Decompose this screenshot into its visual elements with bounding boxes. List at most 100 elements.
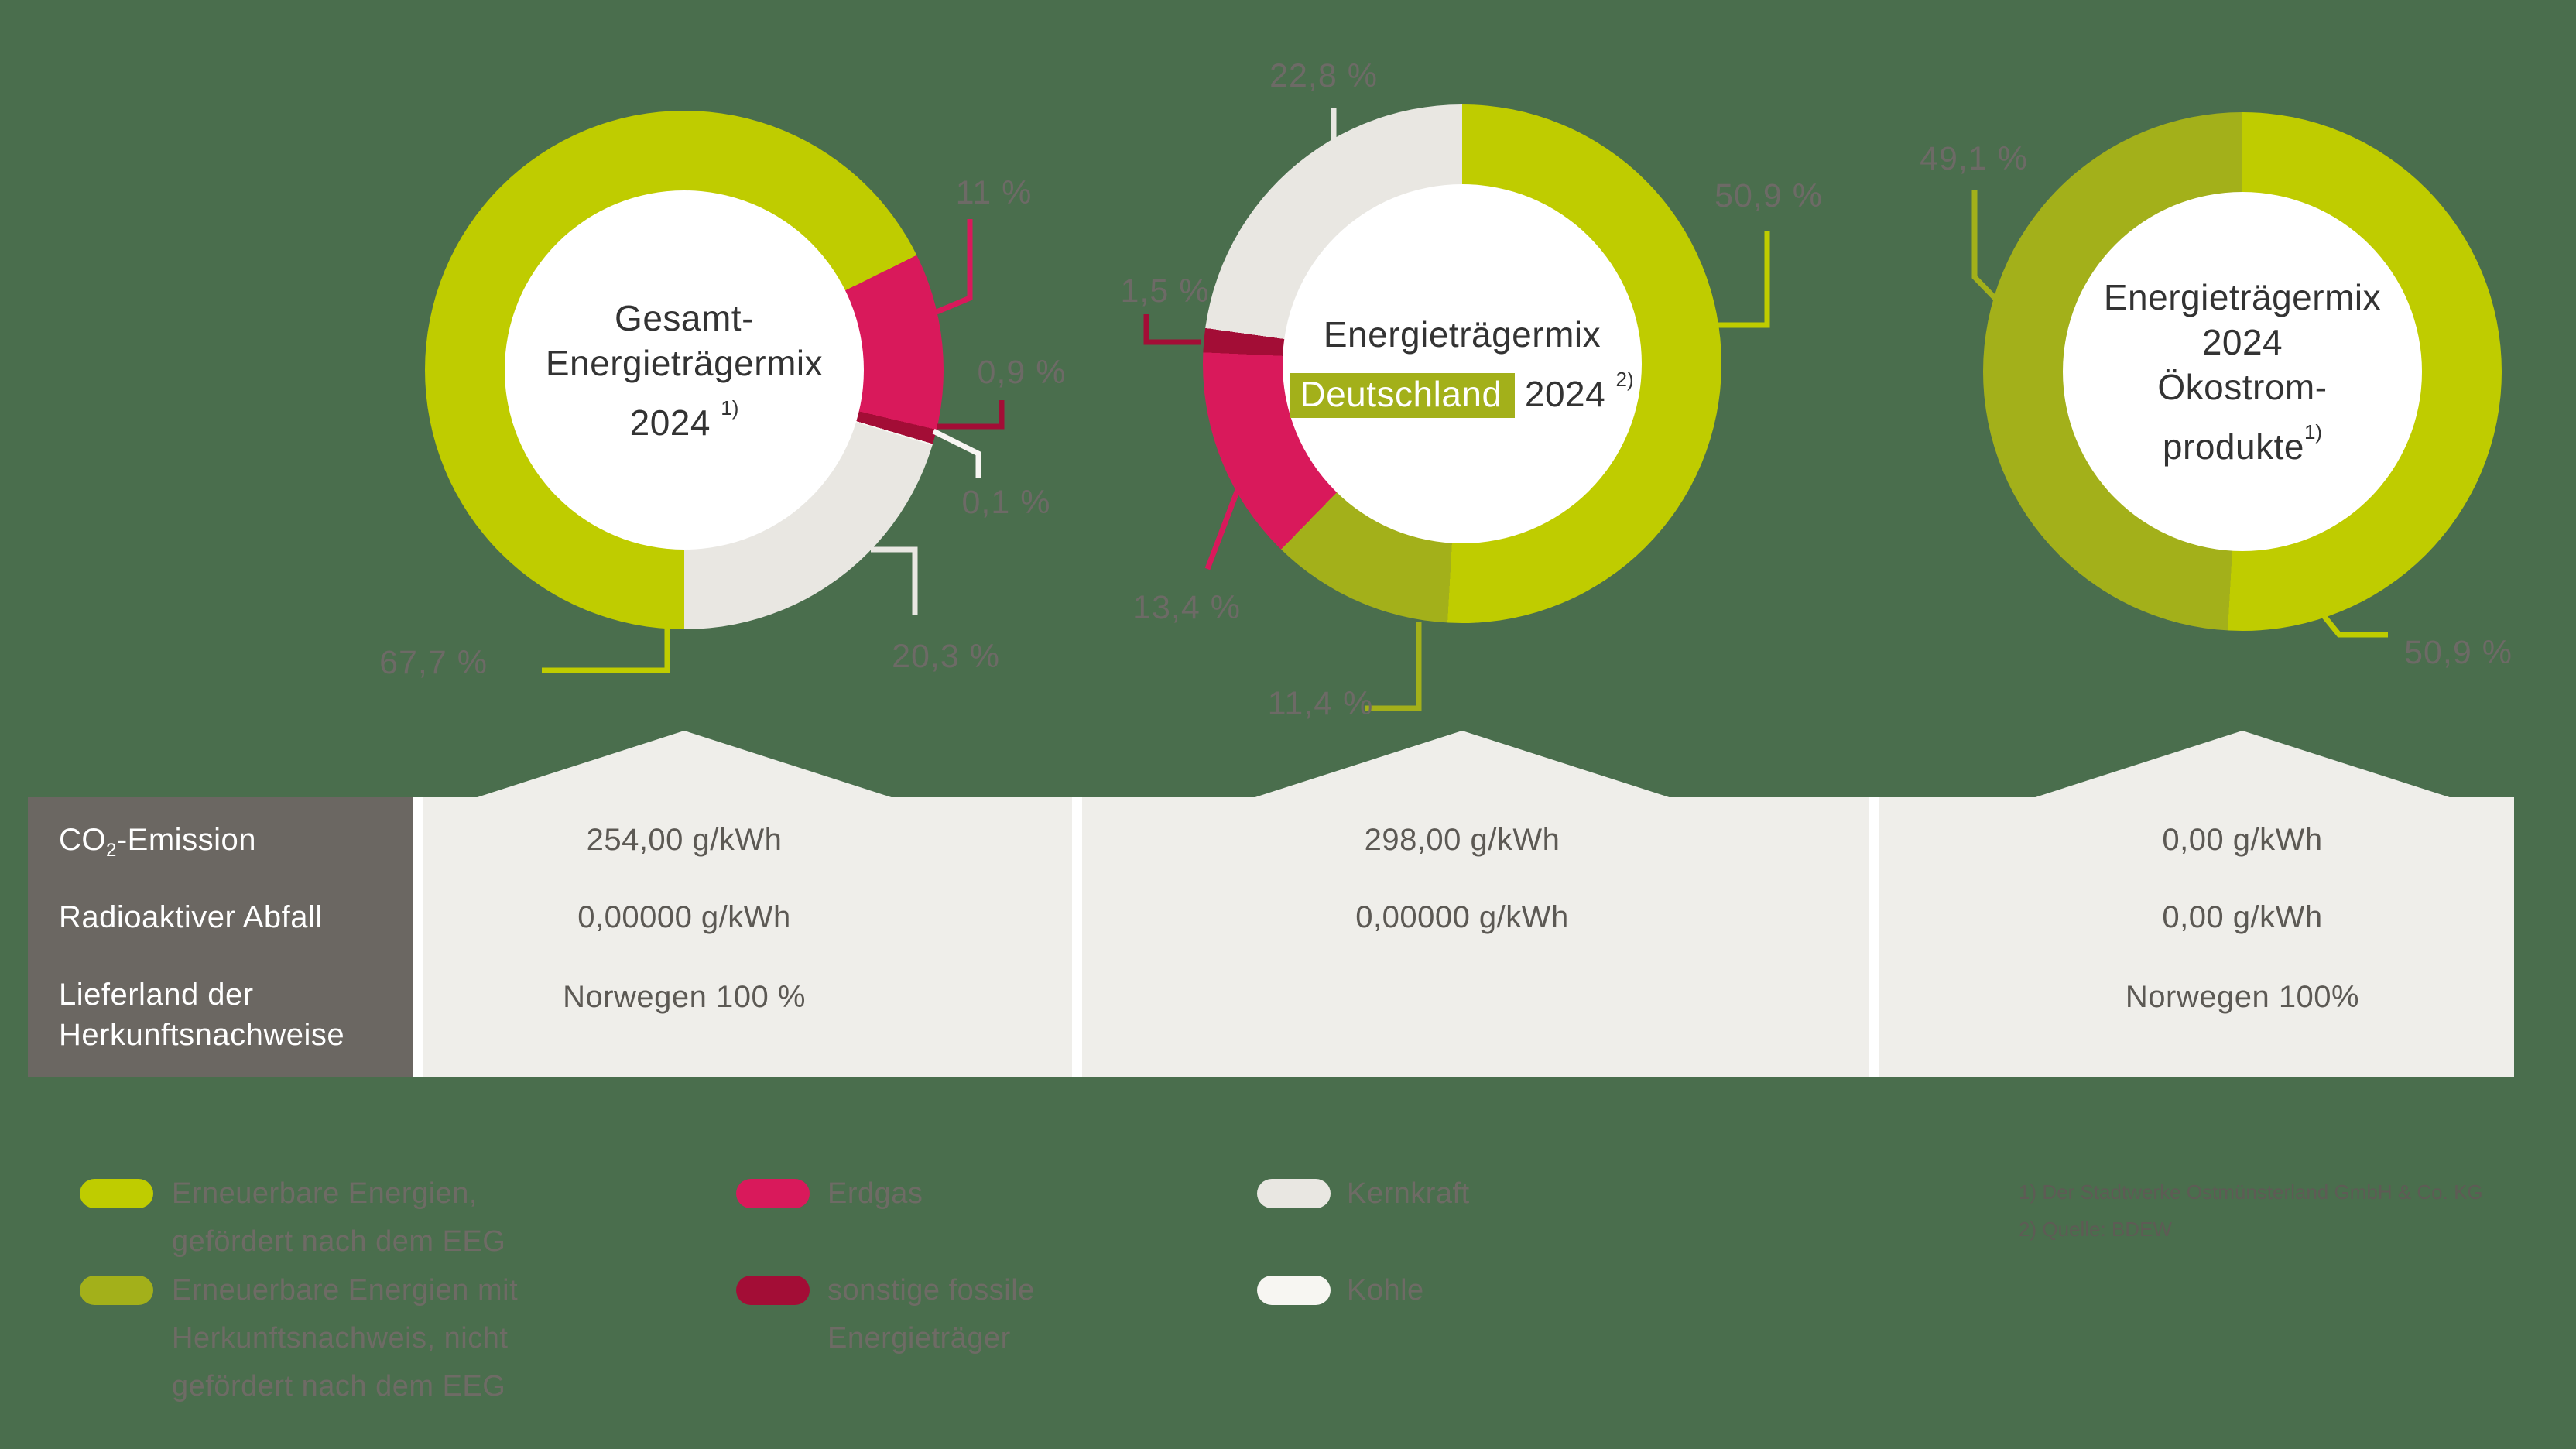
legend-label-line: Erneuerbare Energien, — [172, 1177, 478, 1210]
percent-label: 22,8 % — [1269, 57, 1378, 94]
percent-label: 0,9 % — [978, 354, 1067, 391]
donut-title-line: Energieträgermix — [1290, 312, 1633, 357]
title-text: Energieträgermix — [545, 342, 824, 383]
footnote-2: 2) Quelle: BDEW — [2019, 1218, 2172, 1241]
donut-title-line: 2024 1) — [546, 385, 823, 445]
percent-label: 20,3 % — [892, 638, 1000, 675]
leader-line — [542, 624, 670, 673]
title-text: 2024 — [629, 402, 721, 443]
percent-label: 49,1 % — [1920, 140, 2028, 177]
percent-label: 1,5 % — [1121, 272, 1210, 310]
footnote-1: 1) Der Stadtwerke Ostmünsterland GmbH & … — [2019, 1180, 2483, 1204]
legend-label: Kohle — [1347, 1266, 1424, 1314]
percent-label: 50,9 % — [1714, 177, 1823, 214]
leader-line — [932, 428, 981, 478]
legend-label-line: Kohle — [1347, 1274, 1424, 1307]
table-cell: 0,00 g/kWh — [2162, 900, 2323, 934]
percent-label: 11 % — [956, 174, 1033, 211]
table-cell: 0,00000 g/kWh — [577, 900, 791, 934]
title-text: Ökostrom- — [2157, 366, 2328, 407]
table-row-label-line: Lieferland der — [59, 975, 399, 1015]
legend-label-line: gefördert nach dem EEG — [172, 1225, 506, 1258]
percent-label: 13,4 % — [1132, 589, 1241, 626]
donut-title-line: Energieträgermix — [546, 341, 823, 385]
legend-swatch-pink — [736, 1179, 810, 1208]
title-text: 1) — [2304, 420, 2323, 444]
donut-title-line: produkte1) — [2104, 409, 2381, 469]
table-label-column — [28, 797, 413, 1077]
legend-label: Erdgas — [827, 1170, 923, 1218]
legend-swatch-gray — [1257, 1179, 1331, 1208]
legend-swatch-darkred — [736, 1276, 810, 1305]
table-cell: 0,00 g/kWh — [2162, 823, 2323, 857]
table-panel — [423, 797, 2514, 1077]
title-text: Energieträgermix — [2103, 276, 2382, 317]
table-row-label: Radioaktiver Abfall — [59, 897, 399, 937]
donut-title-line: 2024 — [2104, 320, 2381, 365]
table-cell: Norwegen 100 % — [563, 980, 806, 1014]
leader-line — [1365, 622, 1422, 711]
table-cell: 254,00 g/kWh — [586, 823, 783, 857]
percent-label: 50,9 % — [2404, 634, 2513, 671]
table-cell: Norwegen 100% — [2125, 980, 2360, 1014]
legend-label-line: Kernkraft — [1347, 1177, 1470, 1210]
legend-label-line: Erneuerbare Energien mit — [172, 1274, 519, 1307]
leader-line — [1971, 190, 2027, 331]
title-text: 2024 — [1514, 373, 1616, 414]
donut-title-line: Deutschland 2024 2) — [1290, 357, 1634, 418]
label-text: Radioaktiver Abfall — [59, 900, 323, 934]
legend-label: Kernkraft — [1347, 1170, 1470, 1218]
table-row-label-line: Radioaktiver Abfall — [59, 897, 399, 937]
legend-label-line: gefördert nach dem EEG — [172, 1370, 506, 1403]
title-text: 2) — [1615, 367, 1634, 391]
leader-line — [871, 546, 918, 615]
legend-label-line: sonstige fossile — [827, 1274, 1035, 1307]
percent-label: 67,7 % — [379, 644, 488, 681]
percent-label: 11,4 % — [1268, 685, 1374, 722]
donut-title-line: Energieträgermix — [2104, 275, 2381, 320]
table-divider-2 — [1869, 797, 1879, 1077]
highlighted-word: Deutschland — [1290, 372, 1515, 418]
title-text: Gesamt- — [615, 297, 754, 338]
label-text: Lieferland der — [59, 978, 254, 1012]
legend-swatch-olive — [80, 1276, 153, 1305]
title-text: produkte — [2162, 426, 2304, 467]
leader-line — [935, 219, 973, 315]
percent-label: 0,1 % — [962, 484, 1051, 521]
leader-line — [937, 400, 1005, 430]
donut-title-line: Ökostrom- — [2104, 365, 2381, 409]
label-text: 2 — [106, 840, 117, 861]
label-text: CO — [59, 823, 106, 857]
label-text: -Emission — [116, 823, 256, 857]
title-text: 2024 — [2201, 321, 2283, 362]
table-divider-1 — [1072, 797, 1082, 1077]
donut-title-line: Gesamt- — [546, 296, 823, 341]
legend-label-line: Energieträger — [827, 1322, 1011, 1355]
title-text: Energieträgermix — [1323, 313, 1601, 355]
leader-line — [1712, 231, 1770, 328]
legend-label: Erneuerbare Energien, gefördert nach dem … — [172, 1170, 505, 1266]
table-cell: 0,00000 g/kWh — [1355, 900, 1569, 934]
leader-line — [1204, 486, 1242, 570]
table-row-label-line: CO2-Emission — [59, 820, 399, 871]
legend-swatch-white — [1257, 1276, 1331, 1305]
legend-label-line: Erdgas — [827, 1177, 923, 1210]
title-text: 1) — [721, 396, 739, 420]
table-divider-0 — [413, 797, 423, 1077]
table-row-label-line: Herkunftsnachweise — [59, 1015, 399, 1055]
leader-line — [2310, 599, 2388, 638]
